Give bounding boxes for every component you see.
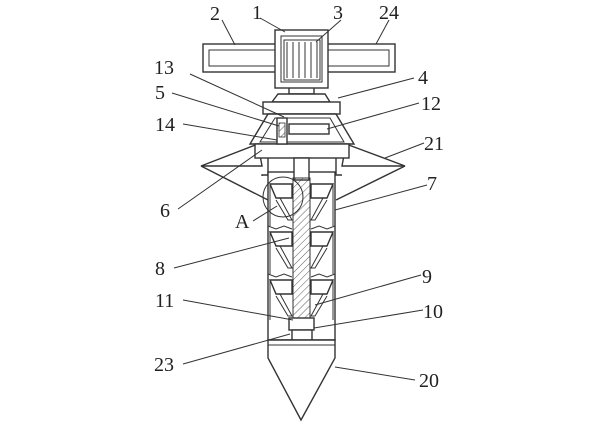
neck [270, 88, 332, 103]
label-24: 24 [379, 2, 399, 24]
drill-tip [267, 339, 336, 422]
bracket [276, 117, 330, 145]
label-11: 11 [155, 290, 174, 312]
wing-struts [200, 165, 406, 201]
motor-fins [283, 39, 321, 81]
label-12: 12 [421, 93, 441, 115]
label-23: 23 [154, 354, 174, 376]
leader-lines [171, 17, 428, 381]
detail-circle-a [262, 176, 304, 218]
label-14: 14 [155, 114, 175, 136]
label-2: 2 [210, 3, 220, 25]
label-4: 4 [418, 67, 428, 89]
blade-tier-1 [268, 183, 335, 226]
blade-tier-2 [268, 231, 335, 274]
label-10: 10 [423, 301, 443, 323]
label-3: 3 [333, 2, 343, 24]
motor-housing [274, 29, 329, 89]
seat-6 [254, 143, 350, 159]
label-7: 7 [427, 173, 437, 195]
label-1: 1 [252, 2, 262, 24]
tube-teeth-edges [267, 225, 336, 278]
label-9: 9 [422, 266, 432, 288]
label-5: 5 [155, 82, 165, 104]
label-21: 21 [424, 133, 444, 155]
label-6: 6 [160, 200, 170, 222]
label-a: A [235, 211, 250, 233]
bottom-block [288, 317, 315, 341]
label-8: 8 [155, 258, 165, 280]
part-labels: 2 1 3 24 13 4 5 12 14 21 6 7 A 8 9 11 10… [154, 2, 444, 392]
label-20: 20 [419, 370, 439, 392]
screw-shaft [292, 157, 311, 319]
label-13: 13 [154, 57, 174, 79]
